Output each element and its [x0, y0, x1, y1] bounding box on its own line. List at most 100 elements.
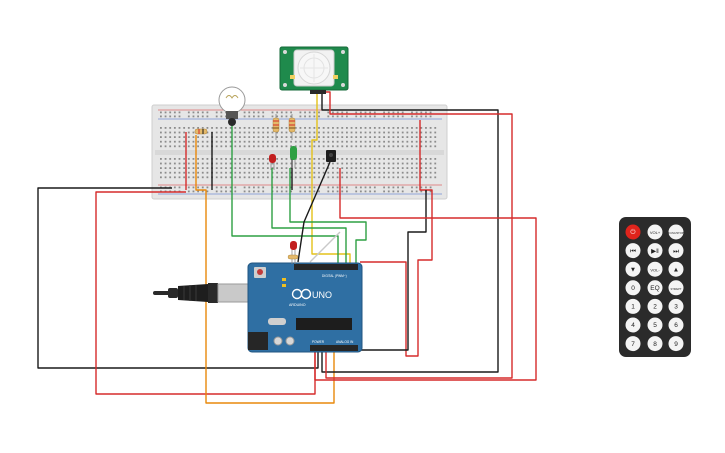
remote-button[interactable]: 5 — [647, 317, 663, 333]
remote-button-face — [647, 261, 663, 277]
remote-button-face — [625, 243, 641, 259]
wire-black-left[interactable] — [37, 187, 319, 369]
digital-label: DIGITAL (PWM~) — [322, 274, 347, 278]
pir-sensor[interactable] — [279, 46, 349, 94]
remote-button-label: FUNC/STOP — [669, 231, 684, 235]
remote-button-face — [625, 280, 641, 296]
remote-button[interactable]: 3 — [668, 298, 684, 314]
remote-button[interactable]: EQ — [647, 280, 663, 296]
remote-button-face — [625, 298, 641, 314]
wire-white[interactable] — [309, 231, 341, 263]
wire-red-rail[interactable] — [360, 120, 433, 357]
remote-button-face — [668, 243, 684, 259]
remote-button[interactable]: FUNC/STOP — [668, 224, 684, 240]
light-bulb[interactable] — [218, 86, 246, 126]
green-led[interactable] — [290, 146, 297, 168]
breadboard-holes — [160, 111, 437, 193]
breadboard[interactable] — [151, 104, 448, 200]
arduino-uno[interactable]: UNO ARDUINO DIGITAL (PWM~) POWER ANALOG … — [247, 262, 363, 353]
usb-plug — [178, 284, 208, 302]
resistor-1[interactable] — [272, 114, 280, 140]
wire-red-long[interactable] — [314, 168, 537, 381]
capacitor-1 — [273, 336, 283, 346]
remote-button-label: ST/REPT — [671, 287, 682, 291]
wire-black-ir[interactable] — [297, 161, 331, 263]
remote-button[interactable]: ▼ — [625, 261, 641, 277]
resistor-2[interactable] — [288, 114, 296, 140]
ir-remote[interactable]: ⏻ VOL+ FUNC/STOP ⏮ ▶‖ ⏭ ▼ VOL- ▲ 0 EQ ST/REPT 1 2 3 4 5 6… — [619, 217, 691, 357]
remote-button-label: 9 — [674, 341, 678, 348]
arduino-red-led[interactable] — [290, 241, 297, 264]
onboard-led-2 — [282, 284, 286, 287]
remote-button[interactable]: ST/REPT — [668, 280, 684, 296]
wire-red-right[interactable] — [325, 91, 513, 379]
remote-button-label: ▲ — [673, 266, 679, 273]
remote-button-label: EQ — [650, 285, 659, 292]
remote-button-label: 0 — [631, 285, 635, 292]
remote-button[interactable]: VOL+ — [647, 224, 663, 240]
remote-button-label: 8 — [653, 341, 657, 348]
remote-button[interactable]: ▶‖ — [647, 243, 663, 259]
remote-button-label: ⏭ — [673, 248, 679, 255]
remote-button-label: 1 — [631, 304, 635, 311]
remote-button[interactable]: 1 — [625, 298, 641, 314]
remote-button[interactable]: 7 — [625, 336, 641, 352]
usb-connector — [217, 283, 253, 303]
crystal — [268, 318, 286, 325]
remote-button-face — [625, 317, 641, 333]
remote-button-label: 7 — [631, 341, 635, 348]
usb-cable[interactable] — [153, 283, 253, 303]
remote-button[interactable]: ⏮ — [625, 243, 641, 259]
remote-button-face — [625, 224, 641, 240]
breadboard-center-gap — [155, 150, 444, 155]
remote-button-label: 2 — [653, 304, 657, 311]
arduino-resistor[interactable] — [287, 254, 299, 260]
ir-receiver[interactable] — [326, 150, 336, 162]
remote-button-face — [668, 336, 684, 352]
remote-button[interactable]: 6 — [668, 317, 684, 333]
wire-green-2[interactable] — [271, 168, 347, 266]
remote-button-face — [668, 261, 684, 277]
remote-button-label: ⏻ — [630, 229, 635, 236]
remote-button-label: 4 — [631, 322, 635, 329]
atmega-chip — [296, 318, 352, 330]
remote-button[interactable]: 8 — [647, 336, 663, 352]
remote-button[interactable]: ▲ — [668, 261, 684, 277]
wire-yellow[interactable] — [311, 92, 351, 266]
remote-button[interactable]: ⏭ — [668, 243, 684, 259]
remote-button-label: VOL- — [650, 267, 660, 272]
power-label: POWER — [312, 340, 325, 344]
analog-label: ANALOG IN — [336, 340, 354, 344]
ir-receiver-lens — [329, 153, 333, 157]
remote-button-face — [647, 243, 663, 259]
power-jack — [248, 332, 268, 350]
bulb-base — [226, 111, 238, 119]
remote-button[interactable]: 2 — [647, 298, 663, 314]
remote-button-face — [647, 280, 663, 296]
wires — [37, 91, 537, 404]
remote-button[interactable]: 9 — [668, 336, 684, 352]
analog-power-header — [310, 345, 358, 351]
remote-button-face — [647, 317, 663, 333]
arduino-model: UNO — [312, 290, 332, 300]
wire-green-1[interactable] — [231, 122, 339, 266]
remote-button[interactable]: 4 — [625, 317, 641, 333]
wire-black-rail[interactable] — [356, 190, 427, 351]
remote-button-face — [647, 298, 663, 314]
wire-green-3[interactable] — [289, 168, 367, 266]
wire-black-right[interactable] — [321, 92, 499, 373]
red-led[interactable] — [269, 154, 276, 170]
capacitor-2 — [285, 336, 295, 346]
remote-button-label: ▶‖ — [651, 248, 659, 255]
remote-button[interactable]: ⏻ — [625, 224, 641, 240]
remote-button-face — [668, 280, 684, 296]
remote-button-label: 5 — [653, 322, 657, 329]
arduino-brand: ARDUINO — [289, 303, 306, 307]
remote-button-face — [625, 261, 641, 277]
remote-button[interactable]: VOL- — [647, 261, 663, 277]
remote-button-face — [625, 336, 641, 352]
remote-button[interactable]: 0 — [625, 280, 641, 296]
remote-button-label: 6 — [674, 322, 678, 329]
resistor-left[interactable] — [194, 128, 208, 135]
bulb-socket — [228, 118, 236, 126]
